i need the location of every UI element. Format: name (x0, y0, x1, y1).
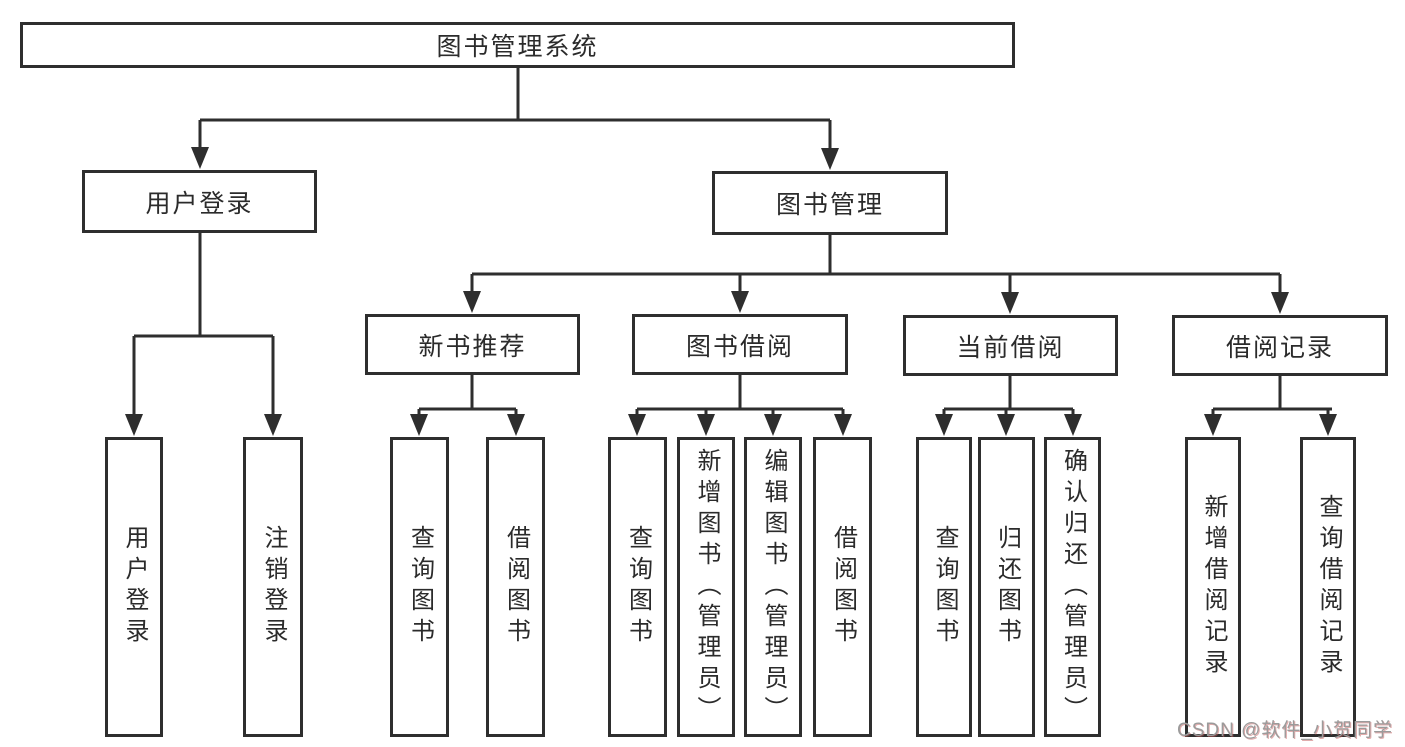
leaf-query-books-2: 查询图书 (608, 437, 667, 737)
arrow-icon (1271, 292, 1289, 314)
node-label: 注销登录 (260, 525, 287, 649)
connector-book-borrowing (635, 375, 845, 419)
node-label: 编辑图书（管理员） (760, 447, 787, 727)
leaf-logout: 注销登录 (243, 437, 303, 737)
node-label: 查询图书 (931, 525, 958, 649)
leaf-query-books-3: 查询图书 (916, 437, 972, 737)
node-current-borrowing: 当前借阅 (903, 315, 1118, 376)
node-user-login: 用户登录 (82, 170, 317, 233)
arrow-icon (997, 414, 1015, 436)
node-label: 用户登录 (145, 189, 254, 218)
node-label: 图书管理系统 (436, 33, 599, 61)
node-label: 用户登录 (121, 525, 148, 649)
arrow-icon (935, 414, 953, 436)
leaf-query-books-1: 查询图书 (390, 437, 449, 737)
connector-user-login-to-leaves (132, 233, 275, 419)
arrow-icon (507, 414, 525, 436)
node-label: 借阅图书 (502, 525, 530, 649)
leaf-query-borrow-record: 查询借阅记录 (1300, 437, 1356, 737)
arrow-icon (191, 147, 209, 169)
arrow-icon (697, 414, 715, 436)
leaf-return-books: 归还图书 (978, 437, 1035, 737)
arrow-icon (125, 414, 143, 436)
node-label: 借阅图书 (829, 525, 857, 649)
leaf-confirm-return-admin: 确认归还（管理员） (1044, 437, 1101, 737)
node-label: 借阅记录 (1225, 333, 1334, 362)
node-label: 新增借阅记录 (1200, 494, 1227, 680)
leaf-borrow-books-1: 借阅图书 (486, 437, 545, 737)
node-label: 查询借阅记录 (1315, 494, 1342, 680)
arrow-icon (628, 414, 646, 436)
arrow-icon (463, 291, 481, 313)
leaf-borrow-books-2: 借阅图书 (813, 437, 872, 737)
arrow-icon (764, 414, 782, 436)
node-label: 图书借阅 (685, 332, 794, 361)
arrow-icon (731, 291, 749, 313)
node-library-system: 图书管理系统 (20, 22, 1015, 68)
node-label: 归还图书 (993, 525, 1021, 649)
node-label: 查询图书 (624, 525, 652, 649)
watermark: CSDN @软件_小贺同学 (1177, 720, 1393, 741)
node-label: 当前借阅 (956, 333, 1065, 362)
connector-book-mgmt-to-level3 (470, 235, 1282, 297)
node-label: 新书推荐 (418, 332, 527, 361)
arrow-icon (264, 414, 282, 436)
node-label: 查询图书 (406, 525, 434, 649)
connector-borrowing-records (1211, 376, 1332, 419)
node-label: 新增图书（管理员） (693, 447, 720, 727)
arrow-icon (1064, 414, 1082, 436)
arrow-icon (1319, 414, 1337, 436)
arrow-icon (410, 414, 428, 436)
arrow-icon (821, 148, 839, 170)
node-label: 图书管理 (775, 191, 884, 219)
node-borrowing-records: 借阅记录 (1172, 315, 1388, 376)
node-new-book-recommend: 新书推荐 (365, 314, 580, 375)
connector-new-book-recommend (417, 375, 518, 419)
leaf-edit-books-admin: 编辑图书（管理员） (744, 437, 802, 737)
leaf-add-borrow-record: 新增借阅记录 (1185, 437, 1241, 737)
node-label: 确认归还（管理员） (1059, 447, 1087, 727)
node-book-management: 图书管理 (712, 171, 948, 235)
arrow-icon (1001, 292, 1019, 314)
connector-current-borrowing (942, 376, 1075, 419)
leaf-user-login: 用户登录 (105, 437, 163, 737)
leaf-add-books-admin: 新增图书（管理员） (677, 437, 735, 737)
connector-root-to-level2 (198, 68, 832, 153)
arrow-icon (834, 414, 852, 436)
arrow-icon (1204, 414, 1222, 436)
node-book-borrowing: 图书借阅 (632, 314, 848, 375)
